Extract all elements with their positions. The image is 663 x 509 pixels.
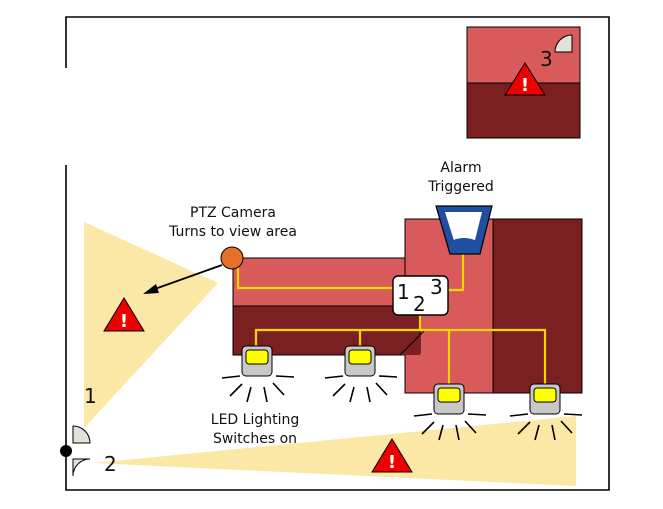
led-label-line-2: Switches on [213, 431, 297, 447]
controller-zone-2: 2 [413, 292, 426, 316]
led-floodlight-icon [413, 383, 487, 441]
warning-triangle-icon: ! [504, 62, 546, 96]
sensor-1-label: 1 [84, 384, 97, 408]
alarm-siren-icon [435, 205, 493, 255]
warning-mark: ! [120, 311, 128, 332]
motion-sensor-icon [72, 458, 91, 477]
led-floodlight-icon [221, 345, 295, 403]
controller-zone-3: 3 [430, 275, 443, 299]
led-floodlight-icon [509, 383, 583, 441]
sensor-2-label: 2 [104, 452, 117, 476]
alarm-label-line-1: Alarm [440, 160, 481, 176]
motion-sensor-icon [554, 34, 573, 53]
warning-triangle-icon: ! [371, 438, 413, 473]
ptz-camera-icon [220, 246, 244, 270]
led-floodlight-icon [324, 345, 398, 403]
alarm-controller: 1 2 3 [392, 275, 449, 316]
alarm-label-line-2: Triggered [427, 179, 493, 195]
sensor-2-coverage-zone [93, 416, 576, 486]
controller-zone-1: 1 [397, 280, 410, 304]
ptz-label-line-2: Turns to view area [168, 224, 297, 240]
wiring [236, 228, 547, 385]
sensor-1-coverage-zone [84, 222, 218, 428]
property-boundary [65, 16, 610, 491]
ptz-label-line-1: PTZ Camera [190, 205, 276, 221]
led-label-line-1: LED Lighting [211, 412, 299, 428]
warning-triangle-icon: ! [103, 297, 145, 332]
motion-sensor-icon [72, 425, 91, 444]
ptz-direction-arrow [143, 264, 223, 294]
coverage-zones [84, 222, 576, 486]
sensor-3-label: 3 [540, 47, 553, 71]
warning-mark: ! [388, 452, 396, 473]
warning-mark: ! [521, 75, 529, 96]
camera-mount-icon [60, 445, 72, 457]
